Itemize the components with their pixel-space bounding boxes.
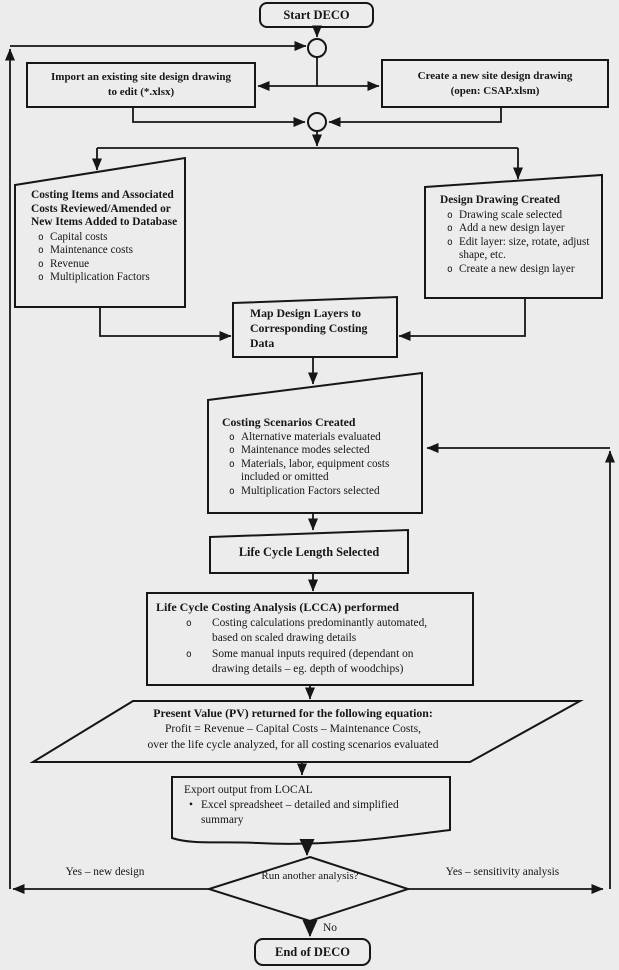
- bullet-item: Maintenance costs: [31, 244, 183, 258]
- life-cycle-length-box-shape: [209, 528, 409, 574]
- start-terminator-label: Start DECO: [283, 7, 350, 22]
- costing-items-bullets: Capital costs Maintenance costs Revenue …: [31, 231, 183, 285]
- bullet-item: Multiplication Factors selected: [222, 485, 400, 499]
- edge-label-yes-sensitivity: Yes – sensitivity analysis: [445, 866, 560, 878]
- bullet-item: Excel spreadsheet – detailed and simplif…: [184, 798, 436, 828]
- edge-design-drawing-to-map: [398, 298, 526, 341]
- scenarios-card: Costing Scenarios Created Alternative ma…: [222, 415, 400, 499]
- bullet-item: Materials, labor, equipment costs includ…: [222, 458, 400, 485]
- pv-line1: Present Value (PV) returned for the foll…: [153, 706, 433, 720]
- export-line1: Export output from LOCAL: [184, 784, 313, 796]
- lcca-box: Life Cycle Costing Analysis (LCCA) perfo…: [156, 600, 464, 677]
- bullet-item: Alternative materials evaluated: [222, 431, 400, 445]
- design-drawing-bullets: Drawing scale selected Add a new design …: [440, 209, 600, 277]
- bullet-item: Multiplication Factors: [31, 271, 183, 285]
- import-line1: Import an existing site design drawing: [51, 71, 231, 83]
- present-value-parallelogram: Present Value (PV) returned for the foll…: [112, 706, 474, 752]
- scenarios-title: Costing Scenarios Created: [222, 415, 356, 429]
- end-terminator-shape: [254, 938, 371, 966]
- create-line1: Create a new site design drawing: [417, 69, 573, 82]
- edge-label-yes-new-design: Yes – new design: [65, 866, 145, 878]
- costing-items-title: Costing Items and Associated Costs Revie…: [31, 189, 178, 228]
- scenarios-bullets: Alternative materials evaluated Maintena…: [222, 431, 400, 499]
- create-box-shape: [381, 59, 609, 108]
- design-drawing-card: Design Drawing Created Drawing scale sel…: [440, 194, 600, 276]
- create-line2: (open: CSAP.xlsm): [450, 84, 540, 97]
- bullet-item: Edit layer: size, rotate, adjust shape, …: [440, 236, 600, 263]
- bullet-item: Revenue: [31, 258, 183, 272]
- decision-diamond-shape: [205, 855, 412, 923]
- bullet-item: Add a new design layer: [440, 222, 600, 236]
- junction-circle-top: [307, 38, 327, 58]
- map-layers-box-shape: [232, 295, 398, 358]
- pv-line2: Profit = Revenue – Capital Costs – Maint…: [164, 722, 422, 736]
- import-box-shape: [26, 62, 256, 108]
- junction-circle-merge: [307, 112, 327, 132]
- lcca-bullets: Costing calculations predominantly autom…: [156, 616, 464, 677]
- import-line2: to edit (*.xlsx): [107, 86, 175, 98]
- life-cycle-length-label: Life Cycle Length Selected: [238, 544, 380, 559]
- edge-import-to-merge: [132, 107, 306, 127]
- export-bullets: Excel spreadsheet – detailed and simplif…: [184, 798, 436, 828]
- pv-line3: over the life cycle analyzed, for all co…: [147, 737, 439, 751]
- decision-label: Run another analysis?: [261, 870, 359, 882]
- export-document: Export output from LOCAL Excel spreadshe…: [184, 783, 436, 828]
- edge-label-no: No: [323, 922, 338, 934]
- costing-items-card: Costing Items and Associated Costs Revie…: [31, 189, 183, 285]
- lcca-title: Life Cycle Costing Analysis (LCCA) perfo…: [156, 600, 399, 614]
- map-layers-label: Map Design Layers to Corresponding Costi…: [250, 306, 368, 350]
- import-box-label: Import an existing site design drawing t…: [29, 63, 253, 107]
- bullet-item: Maintenance modes selected: [222, 444, 400, 458]
- bullet-item: Capital costs: [31, 231, 183, 245]
- bullet-item: Some manual inputs required (dependant o…: [156, 647, 464, 677]
- design-drawing-title: Design Drawing Created: [440, 194, 561, 206]
- create-box-label: Create a new site design drawing (open: …: [383, 60, 607, 107]
- bullet-item: Drawing scale selected: [440, 209, 600, 223]
- bullet-item: Costing calculations predominantly autom…: [156, 616, 464, 646]
- present-value-parallelogram-shape: [29, 700, 584, 763]
- edge-create-to-merge: [328, 107, 502, 127]
- end-terminator-label: End of DECO: [274, 944, 351, 959]
- edge-costing-items-to-map: [99, 307, 232, 341]
- bullet-item: Create a new design layer: [440, 263, 600, 277]
